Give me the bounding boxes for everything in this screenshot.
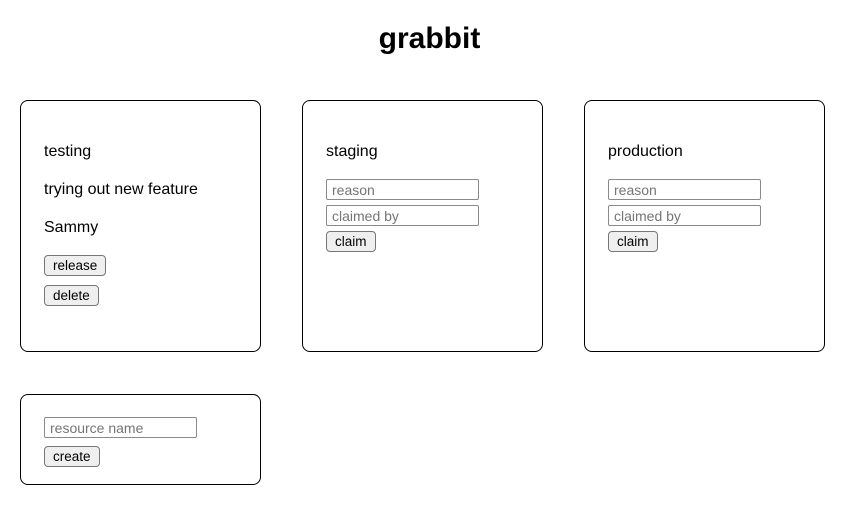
create-resource-card: create <box>20 394 261 485</box>
claimed-by-input[interactable] <box>608 205 761 226</box>
claim-button[interactable]: claim <box>608 231 658 252</box>
resource-card-production: production claim <box>584 100 825 352</box>
create-button-row: create <box>44 446 237 467</box>
resource-name: testing <box>44 143 92 160</box>
resource-card-testing: testing trying out new feature Sammy rel… <box>20 100 261 352</box>
claim-button-row: claim <box>608 231 801 252</box>
reason-input[interactable] <box>326 179 479 200</box>
claimed-by-text: Sammy <box>44 219 99 236</box>
resource-card-staging: staging claim <box>302 100 543 352</box>
reason-input[interactable] <box>608 179 761 200</box>
resource-grid: testing trying out new feature Sammy rel… <box>0 100 859 352</box>
delete-button[interactable]: delete <box>44 285 99 306</box>
claim-reason-text: trying out new feature <box>44 181 198 198</box>
resource-name: staging <box>326 143 378 160</box>
claim-button-row: claim <box>326 231 519 252</box>
delete-button-row: delete <box>44 285 237 306</box>
release-button[interactable]: release <box>44 255 107 276</box>
page-title: grabbit <box>378 22 481 55</box>
claim-button[interactable]: claim <box>326 231 376 252</box>
claimed-by-input[interactable] <box>326 205 479 226</box>
create-resource-row: create <box>0 394 859 485</box>
resource-name-input[interactable] <box>44 417 197 438</box>
release-button-row: release <box>44 255 237 276</box>
resource-name: production <box>608 143 683 160</box>
create-button[interactable]: create <box>44 446 100 467</box>
